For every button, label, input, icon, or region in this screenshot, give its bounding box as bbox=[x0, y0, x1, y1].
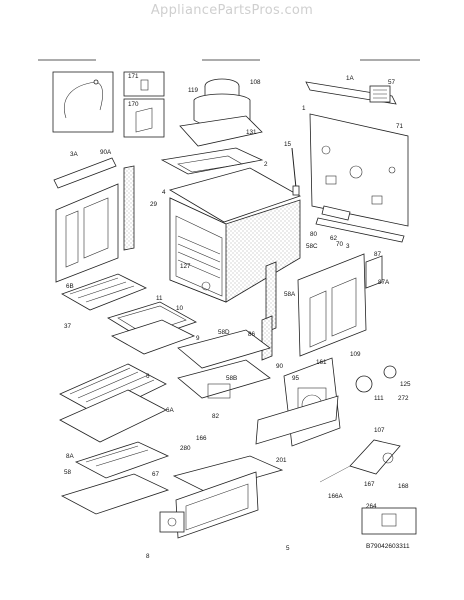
wire-harness bbox=[52, 71, 114, 133]
part-label-170: 170 bbox=[128, 101, 139, 108]
part-label-4: 4 bbox=[162, 189, 166, 196]
part-label-5: 5 bbox=[286, 545, 290, 552]
part-label-272: 272 bbox=[398, 395, 409, 402]
part-label-167: 167 bbox=[364, 481, 375, 488]
part-label-2: 2 bbox=[264, 161, 268, 168]
part-label-8a: 8A bbox=[66, 453, 75, 460]
part-label-82: 82 bbox=[212, 413, 220, 420]
part-label-67: 67 bbox=[152, 471, 160, 478]
oven-door-left bbox=[55, 183, 119, 283]
bracket-box-170 bbox=[123, 98, 165, 138]
part-label-108: 108 bbox=[250, 79, 261, 86]
side-strip-95 bbox=[261, 315, 273, 361]
part-label-15: 15 bbox=[284, 141, 292, 148]
part-label-166a: 166A bbox=[328, 493, 344, 500]
broiler-pan bbox=[107, 301, 197, 355]
bracket-box-171 bbox=[123, 71, 165, 97]
part-label-86: 86 bbox=[248, 331, 256, 338]
part-label-1a: 1A bbox=[346, 75, 355, 82]
part-label-57: 57 bbox=[388, 79, 396, 86]
part-label-58: 58 bbox=[64, 469, 72, 476]
part-label-166: 166 bbox=[196, 435, 207, 442]
part-label-62: 62 bbox=[330, 235, 338, 242]
part-label-87: 87 bbox=[374, 251, 382, 258]
page-header: AppliancePartsPros.com bbox=[0, 0, 464, 22]
part-label-109: 109 bbox=[350, 351, 361, 358]
part-label-58b: 58B bbox=[226, 375, 237, 382]
part-label-168: 168 bbox=[398, 483, 409, 490]
part-label-80: 80 bbox=[310, 231, 318, 238]
warming-drawer bbox=[172, 395, 339, 539]
part-label-280: 280 bbox=[180, 445, 191, 452]
part-label-3a: 3A bbox=[70, 151, 79, 158]
part-label-8: 8 bbox=[146, 553, 150, 560]
vent-duct bbox=[160, 147, 264, 175]
bottom-panel bbox=[60, 473, 170, 515]
site-watermark: AppliancePartsPros.com bbox=[150, 3, 314, 18]
part-label-131: 131 bbox=[246, 129, 257, 136]
part-label-58d: 58D bbox=[218, 329, 230, 336]
right-hinge-87 bbox=[365, 255, 383, 289]
oven-top-panel bbox=[168, 167, 301, 223]
part-label-264: 264 bbox=[366, 503, 377, 510]
part-label-107: 107 bbox=[374, 427, 385, 434]
part-label-6b: 6B bbox=[66, 283, 74, 290]
part-label-161: 161 bbox=[316, 359, 327, 366]
part-label-6a: 6A bbox=[166, 407, 175, 414]
part-label-9: 9 bbox=[196, 335, 200, 342]
part-label-90: 90 bbox=[276, 363, 284, 370]
part-label-37: 37 bbox=[64, 323, 72, 330]
oven-rack-6a bbox=[59, 389, 167, 443]
bake-element bbox=[74, 441, 170, 479]
part-label-111: 111 bbox=[374, 395, 384, 402]
part-label-201: 201 bbox=[276, 457, 287, 464]
part-label-70: 70 bbox=[336, 241, 344, 248]
part-label-29: 29 bbox=[150, 201, 158, 208]
part-label-127: 127 bbox=[180, 263, 191, 270]
part-label-58a: 58A bbox=[284, 291, 296, 298]
oven-door-right bbox=[297, 253, 367, 357]
rear-wall-panel bbox=[309, 113, 409, 227]
broil-element bbox=[61, 273, 147, 311]
part-labels: 1 1A 2 3 3A 4 5 6 6A 6B 8 8A 9 10 11 15 29 37 57 58 58A 58B 58… bbox=[64, 73, 411, 560]
diagram-code: B79042603311 bbox=[366, 543, 410, 550]
part-label-3: 3 bbox=[346, 243, 350, 250]
part-label-58c: 58C bbox=[306, 243, 318, 250]
blower-motor bbox=[179, 78, 263, 147]
screw-box bbox=[159, 511, 185, 533]
part-label-90a: 90A bbox=[100, 149, 112, 156]
part-label-171: 171 bbox=[128, 73, 139, 80]
part-label-6: 6 bbox=[146, 373, 150, 380]
left-side-panel-90a bbox=[123, 165, 135, 251]
part-label-1: 1 bbox=[302, 105, 306, 112]
part-label-119: 119 bbox=[188, 87, 199, 94]
part-label-71: 71 bbox=[396, 123, 404, 130]
hinge-detail bbox=[319, 439, 401, 483]
part-label-10: 10 bbox=[176, 305, 184, 312]
sensor-probe bbox=[291, 147, 300, 196]
side-strip-58a bbox=[265, 261, 277, 333]
part-label-87a: 87A bbox=[378, 279, 390, 286]
part-label-95: 95 bbox=[292, 375, 300, 382]
back-panel-top bbox=[305, 81, 397, 105]
part-label-11: 11 bbox=[156, 295, 163, 302]
rear-rail-62 bbox=[315, 205, 405, 243]
detail-box-264 bbox=[361, 507, 417, 535]
left-side-trim-3a bbox=[53, 157, 117, 189]
part-label-125: 125 bbox=[400, 381, 411, 388]
drawer-frame bbox=[177, 329, 271, 399]
